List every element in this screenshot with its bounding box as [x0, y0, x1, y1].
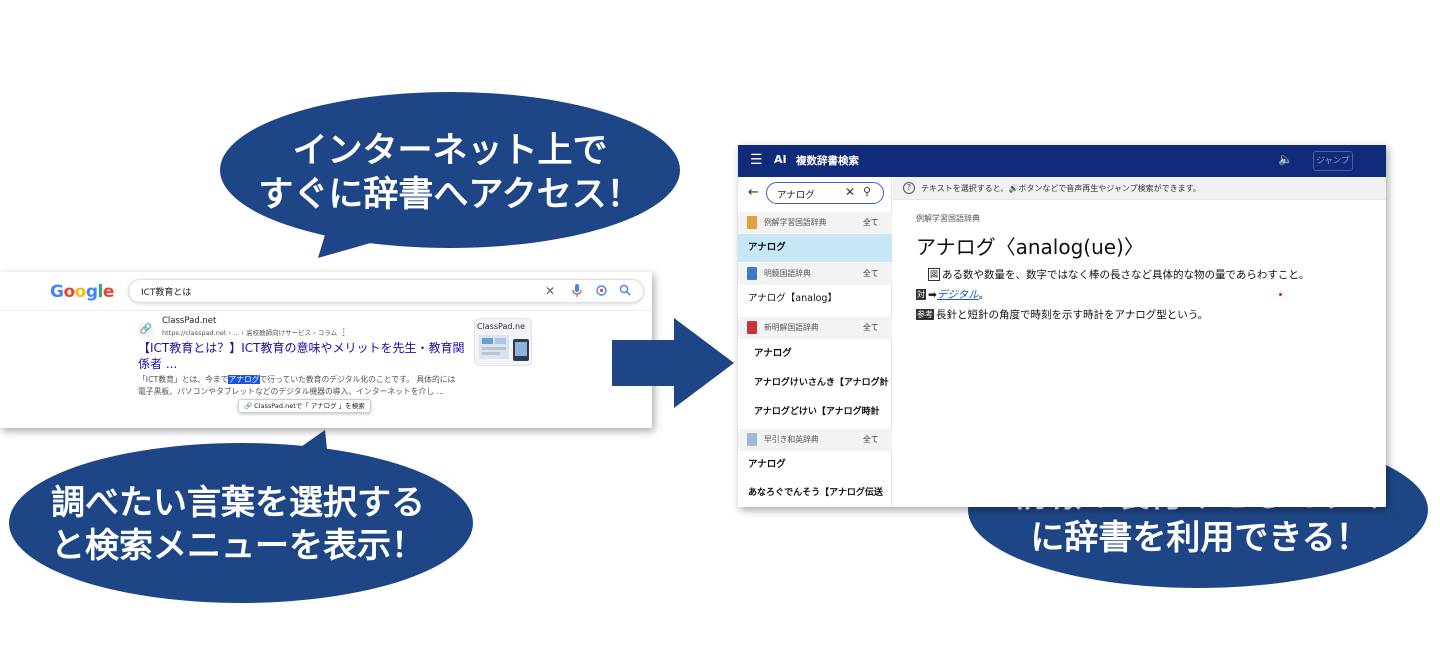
antonym-end: 。: [978, 289, 990, 301]
result-url[interactable]: https://classpad.net › ... › 高校教師向けサービス …: [162, 327, 348, 338]
entry-headword[interactable]: アナログ〈analog(ue)〉: [916, 235, 1144, 259]
snippet-before: 「ICT教育」とは、今まで: [138, 375, 229, 384]
bubble-top-line2: すぐに辞書へアクセス！: [258, 174, 642, 215]
book-icon: [747, 433, 757, 446]
header-divider: [0, 310, 652, 311]
lens-icon[interactable]: [595, 284, 608, 301]
show-all-link[interactable]: 全て: [863, 218, 879, 227]
result-item[interactable]: アナログ【analog】: [748, 293, 837, 304]
dictionary-app-screenshot: ☰ AI 複数辞書検索 🔈 ジャンプ ← アナログ ✕ ⚲ 例解学習国語辞典 全…: [738, 145, 1386, 507]
more-options-icon[interactable]: ⋮: [339, 328, 349, 338]
reference-tag: 参考: [916, 309, 934, 320]
result-url-text: https://classpad.net › ... › 高校教師向けサービス …: [162, 329, 338, 337]
show-all-link[interactable]: 全て: [863, 269, 879, 278]
search-icon[interactable]: [619, 284, 631, 300]
snippet-selected-word[interactable]: アナログ: [228, 375, 260, 384]
help-icon: ?: [903, 182, 915, 194]
menu-icon[interactable]: ☰: [750, 152, 763, 168]
entry-panel: 例解学習国語辞典 アナログ〈analog(ue)〉 図ある数や数量を、数字ではな…: [893, 201, 1386, 507]
entry-dictionary-name: 例解学習国語辞典: [916, 214, 980, 223]
close-icon[interactable]: ✕: [545, 284, 556, 298]
dictionary-name: 早引き和英辞典: [764, 435, 819, 444]
dictionary-section-header: 明鏡国語辞典 全て: [738, 263, 892, 285]
book-icon: [747, 321, 757, 334]
search-box[interactable]: ICT教育とは ✕: [128, 279, 644, 303]
app-header: ☰ AI 複数辞書検索 🔈 ジャンプ: [738, 145, 1386, 177]
logo-letter-o1: o: [63, 282, 75, 302]
result-snippet: 「ICT教育」とは、今までアナログで行っていた教育のデジタル化のことです。 具体…: [138, 374, 463, 398]
dictionary-name: 新明解国語辞典: [764, 323, 819, 332]
info-text: テキストを選択すると、🔊ボタンなどで音声再生やジャンプ検索ができます。: [921, 184, 1201, 193]
bubble-left-line2: と検索メニューを表示！: [51, 525, 425, 566]
definition-tag: 図: [928, 268, 940, 281]
bubble-top-text: インターネット上で すぐに辞書へアクセス！: [240, 130, 660, 218]
logo-letter-e: e: [102, 282, 115, 302]
app-logo: AI: [774, 153, 787, 166]
bubble-left-tail: [268, 430, 330, 478]
search-icon[interactable]: ⚲: [863, 185, 872, 198]
logo-letter-g: G: [50, 282, 64, 302]
result-item[interactable]: アナログ: [754, 348, 792, 359]
thumbnail-image: [479, 335, 529, 361]
reference-text: 長針と短針の角度で時刻を示す時計をアナログ型という。: [936, 309, 1209, 321]
logo-letter-l: l: [97, 282, 104, 302]
search-input[interactable]: アナログ: [777, 190, 815, 201]
arrow-icon: ➡: [928, 289, 937, 301]
bubble-left-text: 調べたい言葉を選択する と検索メニューを表示！: [28, 482, 448, 567]
jump-button[interactable]: ジャンプ: [1313, 151, 1353, 171]
dictionary-section-header: 例解学習国語辞典 全て: [738, 212, 892, 234]
dictionary-name: 例解学習国語辞典: [764, 218, 827, 227]
bubble-top: [220, 92, 680, 248]
logo-letter-g2: g: [85, 282, 98, 302]
definition-text: ある数や数量を、数字ではなく棒の長さなど具体的な物の量であらわすこと。: [942, 269, 1310, 281]
antonym-link[interactable]: デジタル: [936, 289, 979, 301]
bubble-left-line1: 調べたい言葉を選択する: [51, 483, 425, 523]
dictionary-name: 明鏡国語辞典: [764, 269, 811, 278]
mic-icon[interactable]: [572, 284, 582, 302]
entry-antonym: 対➡デジタル。: [916, 287, 989, 302]
google-logo[interactable]: Google: [50, 282, 114, 302]
back-arrow-icon[interactable]: ←: [748, 185, 759, 200]
bubble-left: [9, 443, 473, 603]
cursor-dot: [1279, 293, 1282, 296]
search-box[interactable]: アナログ ✕ ⚲: [766, 182, 884, 204]
result-item[interactable]: アナログけいさんき【アナログ計: [754, 378, 889, 388]
result-item[interactable]: あなろぐでんそう【アナログ伝送: [748, 488, 883, 498]
result-thumbnail[interactable]: ClassPad.ne: [474, 318, 532, 366]
arrow-right-icon: [612, 318, 734, 408]
logo-letter-o2: o: [74, 282, 87, 302]
bubble-top-line1: インターネット上で: [292, 131, 608, 171]
lookup-popup-label: ClassPad.netで「 アナログ 」を検索: [254, 402, 365, 410]
dictionary-section-header: 早引き和英辞典 全て: [738, 429, 892, 451]
show-all-link[interactable]: 全て: [863, 323, 879, 332]
snippet-after: で行っていた教育のデジタル化のことです。 具体的には電子黒板、パソコンやタブレッ…: [138, 375, 456, 396]
antonym-tag: 対: [916, 289, 926, 300]
bubble-top-tail: [318, 218, 395, 258]
result-site-name[interactable]: ClassPad.net: [162, 316, 217, 326]
book-icon: [747, 267, 757, 280]
lookup-popup[interactable]: 🔗 ClassPad.netで「 アナログ 」を検索: [238, 399, 371, 413]
result-item[interactable]: アナログ: [748, 459, 786, 470]
dictionary-section-header: 新明解国語辞典 全て: [738, 317, 892, 339]
entry-reference[interactable]: 参考長針と短針の角度で時刻を示す時計をアナログ型という。: [916, 307, 1208, 322]
speaker-icon[interactable]: 🔈: [1278, 152, 1293, 166]
info-bar: ? テキストを選択すると、🔊ボタンなどで音声再生やジャンプ検索ができます。: [893, 177, 1386, 200]
app-title: 複数辞書検索: [796, 155, 859, 167]
bubble-right-line2: に辞書を利用できる！: [1030, 517, 1370, 558]
entry-definition[interactable]: 図ある数や数量を、数字ではなく棒の長さなど具体的な物の量であらわすこと。: [928, 267, 1309, 282]
result-item[interactable]: アナログどけい【アナログ時計: [754, 407, 880, 417]
thumbnail-label: ClassPad.ne: [477, 322, 526, 331]
link-icon: 🔗: [244, 402, 253, 410]
show-all-link[interactable]: 全て: [863, 435, 879, 444]
book-icon: [747, 216, 757, 229]
result-title-link[interactable]: 【ICT教育とは？】ICT教育の意味やメリットを先生・教育関係者 ...: [138, 341, 465, 371]
search-input[interactable]: ICT教育とは: [141, 288, 192, 298]
result-item[interactable]: アナログ: [738, 234, 892, 262]
link-icon: 🔗: [138, 322, 154, 338]
results-sidebar: ← アナログ ✕ ⚲ 例解学習国語辞典 全て アナログ 明鏡国語辞典 全て アナ…: [738, 177, 892, 507]
close-icon[interactable]: ✕: [845, 185, 856, 199]
google-screenshot: Google ICT教育とは ✕ 🔗 ClassPad.net https://…: [0, 272, 652, 428]
